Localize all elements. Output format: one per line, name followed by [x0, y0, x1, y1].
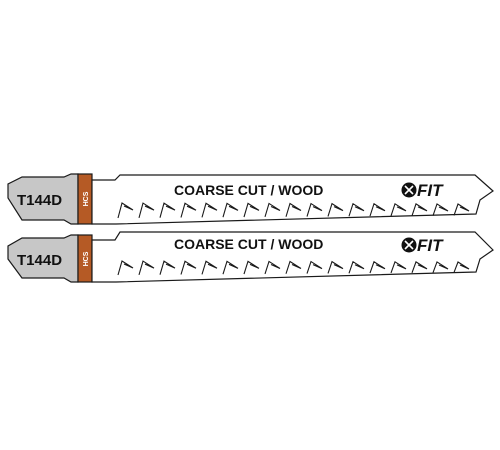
blade-description: COARSE CUT / WOOD [174, 182, 323, 198]
brand-name: FIT [417, 181, 444, 200]
fit-logo-icon [401, 182, 417, 198]
jigsaw-blade: T144D HCS COARSE CUT / WOOD FIT [7, 231, 494, 283]
fit-logo-icon [401, 237, 417, 253]
brand-logo: FIT [401, 236, 444, 255]
hcs-label: HCS [83, 251, 90, 266]
hcs-label: HCS [83, 191, 90, 206]
blade-code-label: T144D [17, 192, 62, 209]
brand-name: FIT [417, 236, 444, 255]
blade-teeth [117, 202, 470, 219]
brand-logo: FIT [401, 181, 444, 200]
blade-description: COARSE CUT / WOOD [174, 236, 323, 252]
jigsaw-blade: T144D HCS COARSE CUT / WOOD FIT [7, 173, 494, 225]
blade-teeth [117, 260, 470, 276]
blade-code-label: T144D [17, 252, 62, 269]
